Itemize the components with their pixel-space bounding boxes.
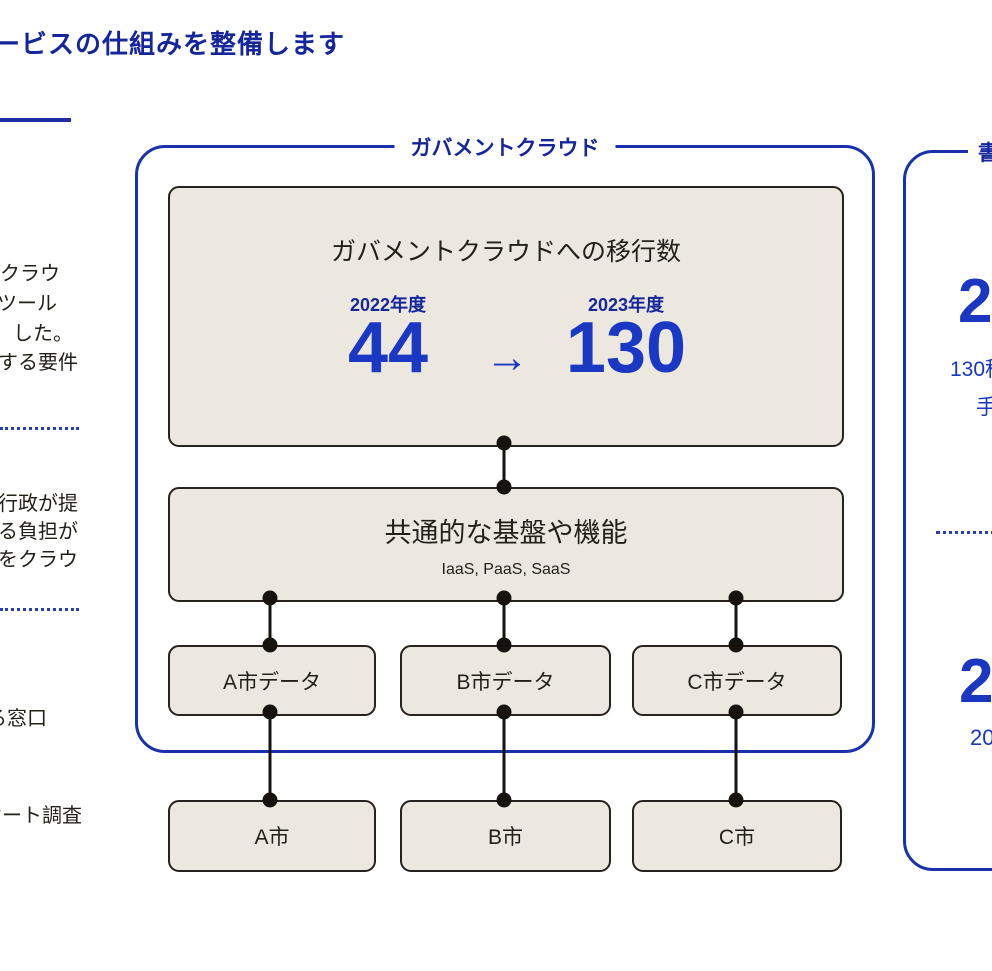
city-b-box: B市 (400, 800, 611, 872)
city-a-label: A市 (254, 826, 290, 849)
left-dotted-divider (0, 427, 79, 430)
left-list-item: る窓口 (0, 708, 47, 730)
migration-box-title: ガバメントクラウドへの移行数 (330, 238, 681, 266)
left-list-item: ケート調査 (0, 805, 82, 827)
connector-dot (728, 637, 744, 653)
left-dotted-divider (0, 608, 79, 611)
connector-dot (728, 704, 744, 720)
connector-dot (496, 435, 512, 451)
connector-dot (262, 792, 278, 808)
right-stat1-desc-line2: 手 (976, 396, 992, 419)
connector-dot (496, 637, 512, 653)
left-paragraph-line: 行政が提 (0, 493, 78, 515)
left-paragraph-line: した。 (13, 323, 73, 345)
connector-dot (496, 704, 512, 720)
platform-box-title: 共通的な基盤や機能 (384, 518, 628, 548)
city-a-data-label: A市データ (222, 670, 321, 694)
connector-line (734, 598, 738, 645)
migration-to-year: 2023年度 (587, 295, 665, 315)
city-a-box: A市 (168, 800, 376, 872)
connector-dot (496, 792, 512, 808)
city-b-data-box: B市データ (400, 645, 611, 716)
connector-dot (262, 590, 278, 606)
connector-line (502, 443, 506, 487)
connector-dot (728, 792, 744, 808)
connector-line (502, 712, 506, 800)
migration-count-box: ガバメントクラウドへの移行数 2022年度 44 → 2023年度 130 (168, 186, 844, 447)
connector-line (734, 712, 738, 800)
common-platform-box: 共通的な基盤や機能 IaaS, PaaS, SaaS (168, 487, 844, 602)
connector-dot (262, 704, 278, 720)
connector-line (268, 598, 272, 645)
right-stat1-value: 2 (958, 267, 992, 336)
left-paragraph-line: する要件 (0, 352, 78, 374)
government-cloud-panel-title: ガバメントクラウド (394, 132, 616, 162)
connector-line (502, 598, 506, 645)
city-b-label: B市 (487, 826, 523, 849)
connector-dot (262, 637, 278, 653)
city-c-data-label: C市データ (687, 670, 787, 694)
right-stat2-value: 2 (959, 647, 992, 716)
connector-dot (496, 590, 512, 606)
left-paragraph-line: ムをクラウ (0, 549, 78, 571)
city-b-data-label: B市データ (456, 670, 555, 694)
right-panel-title: 書 (968, 137, 992, 167)
arrow-right-icon: → (485, 333, 529, 382)
migration-from-value: 44 (347, 308, 429, 388)
right-stat2-desc: 20 (970, 725, 992, 750)
left-paragraph-line: かる負担が (0, 521, 78, 543)
left-paragraph-line: クラウ (0, 263, 60, 285)
right-panel: 書 2 130種 手 2 20 (903, 137, 992, 871)
left-paragraph-line: ツール (0, 293, 57, 315)
right-stat1-desc-line1: 130種 (950, 358, 992, 381)
connector-dot (728, 590, 744, 606)
migration-from-year: 2022年度 (349, 295, 427, 315)
title-underline (0, 118, 71, 122)
right-dotted-divider (936, 531, 992, 534)
migration-to-value: 130 (565, 308, 687, 388)
platform-box-subtitle: IaaS, PaaS, SaaS (441, 561, 571, 578)
city-c-box: C市 (632, 800, 842, 872)
page-title: ービスの仕組みを整備します (0, 29, 346, 59)
connector-dot (496, 479, 512, 495)
city-c-label: C市 (718, 826, 756, 849)
connector-line (268, 712, 272, 800)
